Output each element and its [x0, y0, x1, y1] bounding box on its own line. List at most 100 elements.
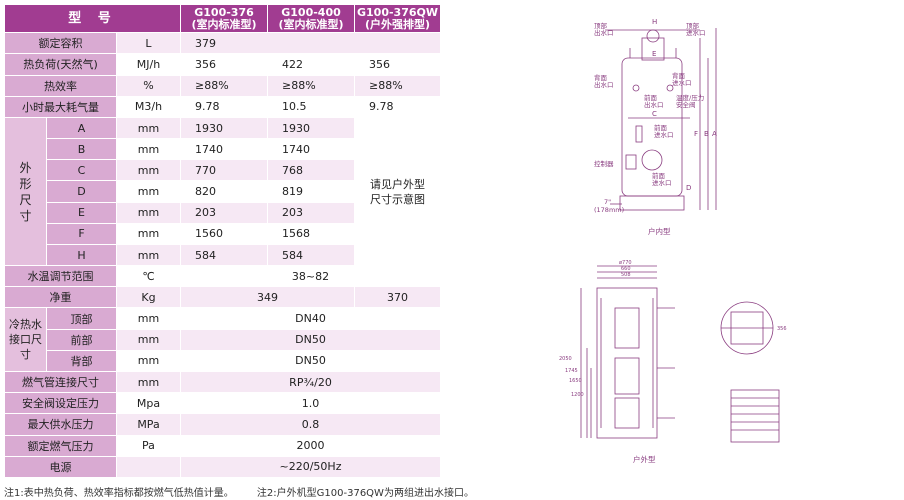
row-capacity: 额定容积 L 379	[4, 32, 441, 55]
row-safety-valve: 安全阀设定压力 Mpa 1.0	[4, 392, 441, 415]
svg-text:背面进水口: 背面进水口	[672, 71, 692, 87]
row-unit: %	[116, 74, 181, 97]
dim-unit: mm	[116, 159, 181, 182]
row-label: 额定燃气压力	[4, 434, 117, 457]
dim-value: 820	[180, 180, 268, 203]
row-unit: mm	[116, 370, 181, 394]
dim-1200: 1200	[571, 392, 584, 398]
dim-value: 1740	[180, 138, 268, 161]
letter-c: C	[652, 110, 657, 118]
dim-value: 203	[180, 201, 268, 224]
lbl-dim-7: 7"	[604, 198, 611, 206]
dim-name: C	[46, 159, 117, 182]
row-value: RP¾/20	[180, 370, 441, 394]
dim-value: 203	[267, 201, 355, 224]
row-value: 9.78	[354, 95, 441, 118]
lbl-back-outlet: 背面	[594, 73, 608, 82]
dim-1745: 1745	[565, 368, 578, 374]
dim-unit: mm	[116, 116, 181, 140]
dims-group-label: 外形尺寸	[4, 116, 47, 267]
burner-window	[641, 149, 663, 171]
dim-name: B	[46, 138, 117, 161]
row-gas-use: 小时最大耗气量 M3/h 9.78 10.5 9.78	[4, 95, 441, 118]
row-label: 热效率	[4, 74, 117, 97]
dims-note: 请见户外型尺寸示意图	[354, 116, 441, 267]
dim-unit: mm	[116, 138, 181, 161]
footer-note-2: 注2:户外机型G100-376QW为两组进出水接口。	[256, 488, 474, 499]
row-gas-pipe: 燃气管连接尺寸 mm RP¾/20	[4, 370, 441, 394]
controller-box	[625, 154, 637, 170]
lbl-top-inlet-2: 进水口	[686, 28, 706, 37]
lbl-front-inlet: 前面	[654, 123, 668, 132]
dim-2050: 2050	[559, 356, 572, 362]
conn-value: DN40	[180, 307, 441, 330]
svg-text:背面出水口: 背面出水口	[594, 73, 614, 89]
letter-d: D	[686, 184, 691, 192]
header-row: 型 号 G100-376(室内标准型) G100-400(室内标准型) G100…	[4, 3, 441, 34]
model-header-2: G100-400(室内标准型)	[267, 3, 355, 34]
letter-b: B	[704, 130, 709, 138]
row-gas-pressure: 额定燃气压力 Pa 2000	[4, 434, 441, 457]
row-label: 安全阀设定压力	[4, 392, 117, 415]
row-unit: MJ/h	[116, 53, 181, 76]
model-header-1: G100-376(室内标准型)	[180, 3, 268, 34]
outdoor-caption: 户外型	[633, 454, 656, 464]
indoor-diagram: 顶部出水口 顶部进水口 背面出水口 背面进水口 前面出水口 温度/压力安全阀 前…	[594, 18, 717, 236]
dim-value: 1560	[180, 222, 268, 245]
conn-name: 背部	[46, 349, 117, 372]
dim-770: ø770	[619, 260, 632, 266]
dim-row-f: F mm 1560 1568	[5, 222, 441, 245]
spec-box	[730, 389, 780, 443]
svg-text:前面出水口: 前面出水口	[644, 93, 664, 109]
dim-row-h: H mm 584 584	[5, 243, 441, 267]
dim-row-a: 外形尺寸 A mm 1930 1930 请见户外型尺寸示意图	[4, 116, 441, 267]
row-unit: MPa	[116, 413, 181, 436]
dim-name: D	[46, 180, 117, 203]
spec-table: 型 号 G100-376(室内标准型) G100-400(室内标准型) G100…	[4, 3, 441, 479]
dim-1650: 1650	[569, 378, 582, 384]
row-label: 小时最大耗气量	[4, 95, 117, 118]
lbl-top-outlet: 顶部	[594, 21, 608, 30]
lbl-dim-178: (178mm)	[594, 206, 624, 214]
outdoor-cabinet	[596, 287, 658, 439]
lbl-front-outlet: 前面	[644, 93, 658, 102]
conn-unit: mm	[116, 328, 181, 351]
conn-value: DN50	[180, 349, 441, 372]
row-unit: ℃	[116, 265, 181, 288]
model-header-3: G100-376QW(户外强排型)	[354, 3, 441, 34]
footer-notes: 注1:表中热负荷、热效率指标都按燃气低热值计量。 注2:户外机型G100-376…	[4, 484, 900, 499]
dim-unit: mm	[116, 180, 181, 203]
row-value: ~220/50Hz	[180, 455, 441, 479]
row-unit: Kg	[116, 286, 181, 309]
row-unit: Pa	[116, 434, 181, 457]
svg-text:顶部出水口: 顶部出水口	[594, 21, 614, 37]
row-label: 水温调节范围	[4, 265, 117, 288]
footer-note-1: 注1:表中热负荷、热效率指标都按燃气低热值计量。	[4, 488, 234, 499]
lbl-back-inlet: 背面	[672, 71, 686, 80]
row-value: ≥88%	[354, 74, 441, 97]
letter-h: H	[652, 18, 657, 26]
lbl-top-outlet-2: 出水口	[594, 28, 614, 37]
row-value: 356	[354, 53, 441, 76]
letter-a: A	[712, 130, 717, 138]
row-value: 370	[354, 286, 441, 309]
dim-value: 768	[267, 159, 355, 182]
dim-name: E	[46, 201, 117, 224]
indoor-caption: 户内型	[648, 226, 671, 236]
row-value: 422	[267, 53, 355, 76]
conn-name: 前部	[46, 328, 117, 351]
dim-unit: mm	[116, 201, 181, 224]
row-max-water: 最大供水压力 MPa 0.8	[4, 413, 441, 436]
row-value: 356	[180, 53, 268, 76]
conn-row-top: 冷热水接口尺寸 顶部 mm DN40	[4, 307, 441, 372]
dim-value: 1568	[267, 222, 355, 245]
letter-e: E	[652, 50, 656, 58]
row-label: 净重	[4, 286, 117, 309]
dim-name: F	[46, 222, 117, 245]
lbl-back-inlet-2: 进水口	[672, 78, 692, 87]
row-value: 9.78	[180, 95, 268, 118]
row-value: 2000	[180, 434, 441, 457]
conn-unit: mm	[116, 349, 181, 372]
type-header: 型 号	[4, 3, 181, 34]
dim-value: 770	[180, 159, 268, 182]
